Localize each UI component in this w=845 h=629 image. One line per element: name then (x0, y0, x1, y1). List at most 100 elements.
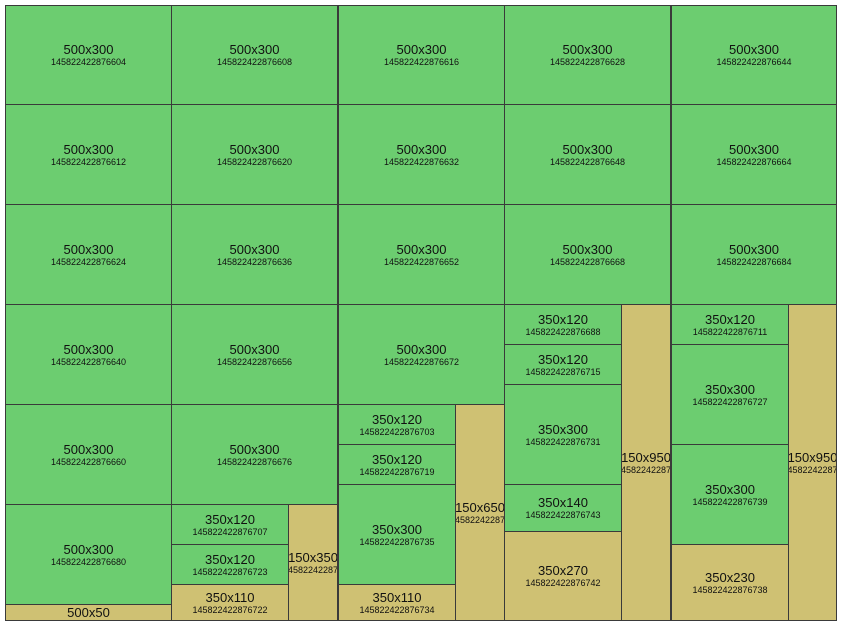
tile-id-label: 145822422876616 (383, 57, 460, 67)
tile-size-label: 350x140 (538, 495, 588, 510)
tile: 150x650145822422876 (455, 404, 505, 621)
tile-size-label: 500x300 (396, 241, 447, 257)
tile-id-label: 145822422876 (455, 514, 505, 525)
tile-size-label: 500x300 (63, 441, 114, 457)
tile-size-label: 500x300 (229, 141, 280, 157)
tile-id-label: 145822422876664 (716, 156, 792, 167)
tile-size-label: 350x230 (705, 569, 755, 585)
tile-id-label: 145822422876735 (359, 536, 435, 547)
tile-id-label: 145822422876 (288, 564, 338, 575)
tile-size-label: 350x270 (538, 563, 588, 578)
tile-size-label: 500x300 (63, 241, 114, 257)
tile-id-label: 145822422876656 (216, 356, 293, 367)
tile-id-label: 145822422876640 (50, 356, 127, 367)
tile-size-label: 500x300 (229, 441, 280, 457)
tile-id-label: 145822422876711 (692, 326, 768, 337)
tile-size-label: 350x110 (372, 589, 422, 605)
tile: 150x350145822422876 (288, 504, 338, 621)
tile-id-label: 145822422876612 (50, 156, 127, 167)
tile-id-label: 145822422876734 (359, 604, 435, 615)
tile-id-label: 145822422876688 (525, 326, 601, 337)
tile-id-label: 145822422876672 (383, 356, 460, 367)
tile-id-label: 145822422876738 (692, 584, 768, 595)
tile-size-label: 350x120 (538, 351, 588, 367)
tile-id-label: 145822422876604 (50, 57, 127, 67)
tile-id-label: 145822422876652 (383, 256, 460, 267)
tile-id-label: 145822422876703 (359, 426, 435, 437)
tile-size-label: 350x300 (705, 381, 755, 397)
tile-size-label: 150x950 (621, 449, 671, 465)
tile-id-label: 145822422876 (788, 464, 836, 475)
tile-size-label: 350x120 (372, 411, 422, 427)
tile-size-label: 500x300 (562, 42, 613, 57)
tile-id-label: 145822422876680 (50, 556, 127, 567)
tile-size-label: 350x300 (538, 421, 588, 437)
tile-id-label: 145822422876739 (692, 496, 768, 507)
tile-size-label: 350x120 (205, 551, 255, 567)
tile-id-label: 145822422876644 (716, 57, 792, 67)
tile-id-label: 145822422876628 (549, 57, 626, 67)
tile-id-label: 145822422876684 (716, 256, 792, 267)
tile-size-label: 500x300 (63, 541, 114, 557)
tile-size-label: 500x300 (229, 241, 280, 257)
tile-size-label: 350x300 (372, 521, 422, 537)
tile-size-label: 500x300 (562, 241, 613, 257)
tile-id-label: 145822422876624 (50, 256, 127, 267)
tile-id-label: 145822422876719 (359, 466, 435, 477)
tile-id-label: 145822422876660 (50, 456, 127, 467)
tile-size-label: 350x120 (205, 511, 255, 527)
tile: 500x50 (5, 604, 172, 621)
tile: 150x950145822422876 (621, 304, 671, 621)
tile-size-label: 500x300 (729, 241, 779, 257)
tile-size-label: 500x300 (229, 341, 280, 357)
tile-id-label: 145822422876722 (192, 604, 268, 615)
tile-size-label: 350x300 (705, 481, 755, 497)
tile-size-label: 350x120 (705, 311, 755, 327)
tile-id-label: 145822422876727 (692, 396, 768, 407)
tile-size-label: 500x300 (729, 42, 779, 57)
tile: 150x950145822422876 (788, 304, 837, 621)
tile-size-label: 150x350 (288, 549, 338, 565)
tile-id-label: 145822422876636 (216, 256, 293, 267)
tile-id-label: 145822422876676 (216, 456, 293, 467)
tile-id-label: 145822422876608 (216, 57, 293, 67)
tile-id-label: 145822422876648 (549, 156, 626, 167)
tile-id-label: 145822422876707 (192, 526, 268, 537)
tile-id-label: 145822422876731 (525, 436, 601, 447)
tile-size-label: 500x300 (729, 141, 779, 157)
tile-size-label: 150x950 (788, 449, 837, 465)
tile-size-label: 350x120 (538, 311, 588, 327)
tile-size-label: 150x650 (455, 499, 505, 515)
tile-size-label: 500x300 (396, 341, 447, 357)
tile-size-label: 500x50 (67, 605, 110, 620)
tile-size-label: 350x110 (205, 589, 255, 605)
